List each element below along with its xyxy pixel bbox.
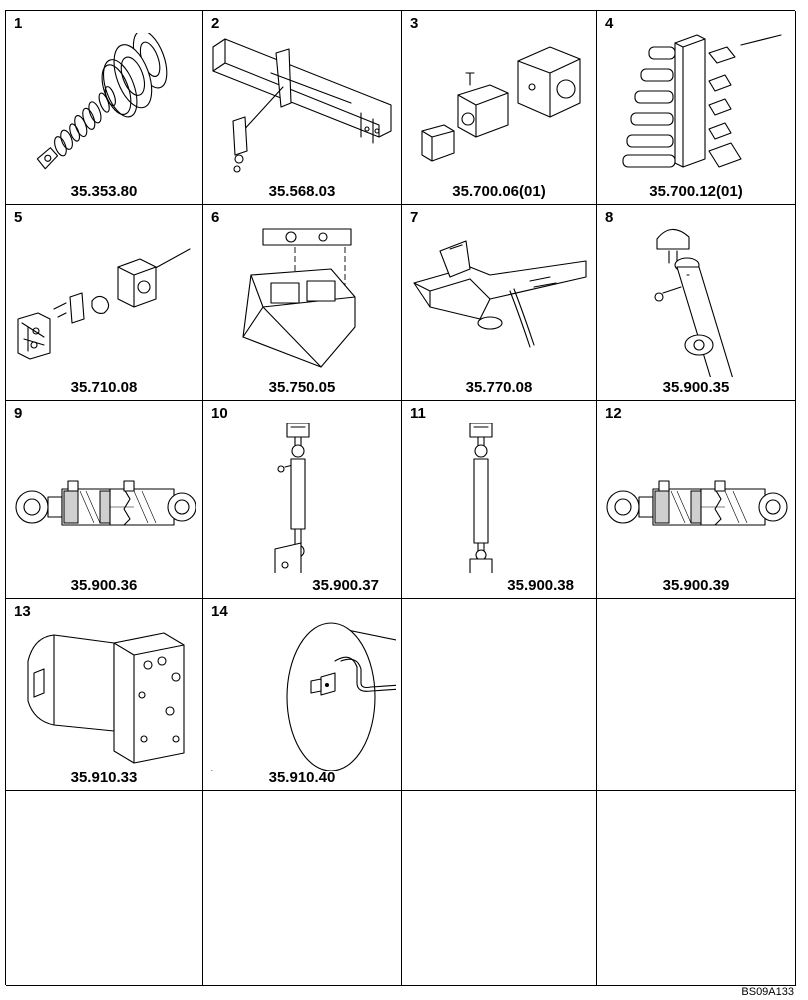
- item-number: 6: [211, 209, 220, 226]
- hydraulic-cylinder-section-icon: [14, 423, 196, 573]
- valve-block-housing-icon: [14, 621, 194, 771]
- part-code: 35.568.03: [268, 183, 336, 200]
- part-code: 35.710.08: [70, 379, 138, 396]
- empty-cell: [402, 599, 597, 791]
- part-cell[interactable]: 13 35.910.33: [6, 599, 203, 791]
- empty-cell: [402, 791, 597, 986]
- hydraulic-valve-block-icon: [410, 33, 590, 178]
- part-cell[interactable]: 7 35.770.08: [402, 205, 597, 401]
- item-number: 5: [14, 209, 23, 226]
- empty-cell: [597, 791, 796, 986]
- part-code: 35.910.40: [268, 769, 336, 786]
- part-cell[interactable]: 4: [597, 11, 796, 205]
- drawing-reference: BS09A133: [741, 986, 794, 998]
- part-cell[interactable]: 10 35.900.37: [203, 401, 402, 599]
- empty-cell: [203, 791, 402, 986]
- part-cell[interactable]: 3 35.700.06(01): [402, 11, 597, 205]
- part-cell[interactable]: 1: [6, 11, 203, 205]
- part-code: 35.700.12(01): [649, 183, 743, 200]
- part-cell[interactable]: 8 35.900.35: [597, 205, 796, 401]
- part-code: 35.910.33: [70, 769, 138, 786]
- part-cell[interactable]: 5 35.710.08: [6, 205, 203, 401]
- part-code: 35.353.80: [70, 183, 138, 200]
- item-number: 13: [14, 603, 31, 620]
- item-number: 14: [211, 603, 228, 620]
- part-code: 35.700.06(01): [452, 183, 546, 200]
- part-code: 35.770.08: [465, 379, 533, 396]
- part-cell[interactable]: 12 35.900.39: [597, 401, 796, 599]
- manifold-with-fittings-icon: [605, 33, 790, 178]
- part-code: 35.900.39: [662, 577, 730, 594]
- item-number: 3: [410, 15, 419, 32]
- part-cell[interactable]: 2 35.568.03: [203, 11, 402, 205]
- part-cell[interactable]: 11 35.900.38: [402, 401, 597, 599]
- empty-cell: [6, 791, 203, 986]
- item-number: 1: [14, 15, 23, 32]
- frame-with-lever-icon: [211, 33, 396, 178]
- vertical-cylinder-with-mounts-icon: [410, 423, 590, 573]
- item-number: 2: [211, 15, 220, 32]
- parts-index-grid: 1: [5, 10, 796, 986]
- part-cell[interactable]: 9 35.900.36: [6, 401, 203, 599]
- hydraulic-cylinder-angled-icon: [605, 227, 785, 377]
- part-code: 35.900.37: [312, 577, 379, 594]
- item-number: 7: [410, 209, 419, 226]
- item-number: 8: [605, 209, 614, 226]
- frame-hose-routing-icon: [410, 227, 590, 377]
- part-code: 35.900.38: [507, 577, 574, 594]
- item-number: 10: [211, 405, 228, 422]
- pump-assembly-exploded-icon: [14, 227, 194, 377]
- hydraulic-cylinder-section-icon: [605, 423, 790, 573]
- hydraulic-tank-icon: [211, 227, 396, 377]
- vertical-cylinder-with-brackets-icon: [211, 423, 396, 573]
- drive-gear-assembly-exploded-icon: [14, 33, 194, 178]
- part-code: 35.900.35: [662, 379, 730, 396]
- item-number: 11: [410, 405, 426, 422]
- item-number: 4: [605, 15, 614, 32]
- part-cell[interactable]: 6 35.750.05: [203, 205, 402, 401]
- empty-cell: [597, 599, 796, 791]
- drum-with-sensor-icon: [211, 621, 396, 771]
- item-number: 9: [14, 405, 23, 422]
- part-code: 35.750.05: [268, 379, 336, 396]
- item-number: 12: [605, 405, 622, 422]
- part-cell[interactable]: 14 35.910.40: [203, 599, 402, 791]
- part-code: 35.900.36: [70, 577, 138, 594]
